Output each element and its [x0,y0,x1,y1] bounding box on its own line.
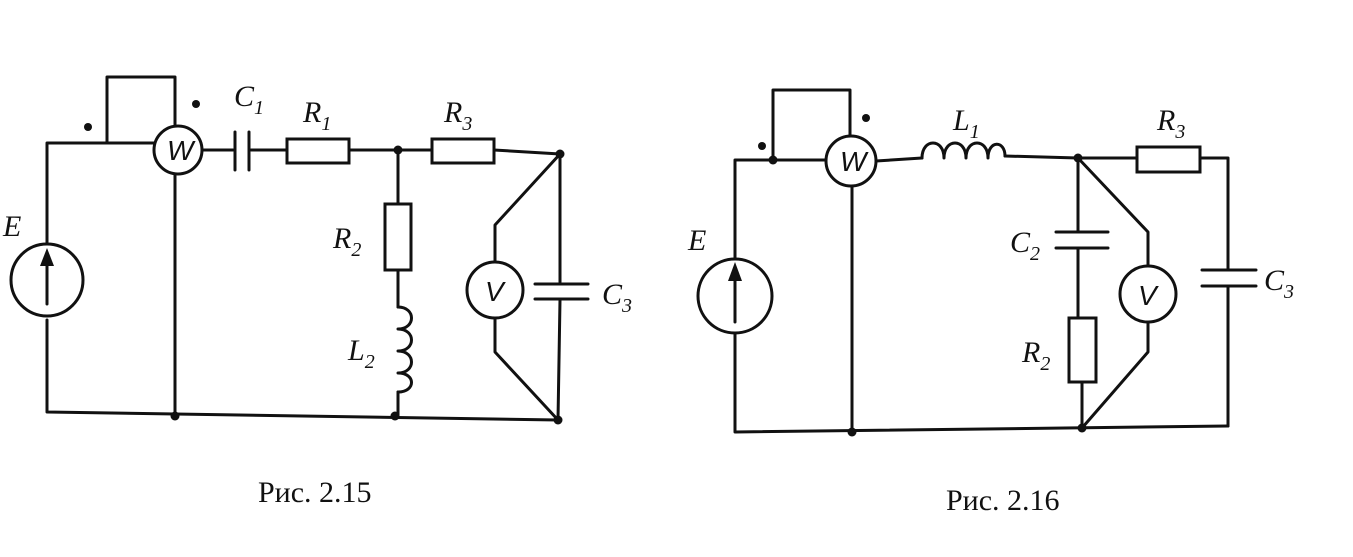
fig15-capacitor-c3 [533,282,590,301]
fig16-capacitor-c2 [1054,230,1110,250]
fig16-label-w: W [840,146,869,177]
fig16-wire-r3-c3 [1198,156,1230,272]
fig16-wattmeter [758,114,878,188]
fig16-inductor-l1 [920,141,1007,160]
fig15-caption: Рис. 2.15 [258,476,372,509]
fig15-polarity-dot-2 [192,100,200,108]
fig15-voltage-source [9,242,85,318]
fig15-label-r1: R1 [302,96,331,135]
fig15-voltmeter-lead-top [493,152,562,264]
fig15-label-c3: C3 [602,278,632,317]
fig15-polarity-dot-1 [84,123,92,131]
fig15-label-v: V [485,276,506,307]
fig16-voltmeter-lead-top [1076,156,1150,268]
fig16-voltage-source [696,257,774,335]
fig16-capacitor-c3 [1200,268,1258,288]
fig16-label-r3: R3 [1156,104,1185,143]
fig16-resistor-r3 [1135,145,1202,174]
fig16-label-c2: C2 [1010,226,1040,265]
fig16-label-r2: R2 [1021,336,1050,375]
fig16-resistor-r2 [1067,316,1098,384]
fig15-label-r3: R3 [443,96,472,135]
fig15-voltmeter-lead-bottom [493,316,560,422]
figure-2-15: E W V C1 R1 R3 R2 L2 C3 Рис. 2.15 [2,75,632,509]
figure-2-16: E W V L1 R3 C2 R2 C3 Рис. 2.16 [687,88,1294,517]
fig15-source-arrow-icon [40,248,54,266]
fig15-wattmeter [84,100,204,176]
fig15-inductor-l2 [396,305,413,394]
fig15-wire-bottom [45,318,560,422]
fig15-wire-left-top [45,141,157,268]
fig16-label-l1: L1 [952,104,980,143]
fig16-source-arrow-icon [728,262,742,281]
fig16-nodes [768,153,1087,437]
fig16-wires [733,88,1230,434]
fig15-wattmeter-voltage-loop [105,75,177,145]
fig15-label-e: E [2,210,21,243]
fig15-resistor-r2 [383,202,413,272]
fig16-label-e: E [687,224,706,257]
fig16-label-c3: C3 [1264,264,1294,303]
fig15-resistor-r3 [430,137,496,165]
fig15-wire-r3-right [492,148,562,156]
fig16-voltmeter [1118,264,1178,324]
fig16-label-v: V [1138,280,1159,311]
fig16-polarity-dot-2 [862,114,870,122]
fig16-wire-l1-node [1003,154,1080,160]
fig15-voltmeter [465,260,525,320]
fig15-label-c1: C1 [234,80,264,119]
fig15-label-r2: R2 [332,222,361,261]
fig16-polarity-dot-1 [758,142,766,150]
fig15-wires [45,75,562,422]
fig16-wire-bottom [733,332,1230,434]
fig16-wire-w-l1 [874,156,924,163]
fig15-label-w: W [167,135,196,166]
fig16-wire-left-top [733,158,829,268]
fig16-caption: Рис. 2.16 [946,484,1060,517]
fig16-voltmeter-lead-bottom [1080,320,1150,430]
fig15-nodes [170,145,565,425]
fig15-label-l2: L2 [347,334,375,373]
fig15-capacitor-c1 [233,130,251,172]
fig16-wattmeter-voltage-loop [771,88,852,162]
fig15-wire-c3-bottom [556,298,562,422]
fig15-resistor-r1 [285,137,351,165]
